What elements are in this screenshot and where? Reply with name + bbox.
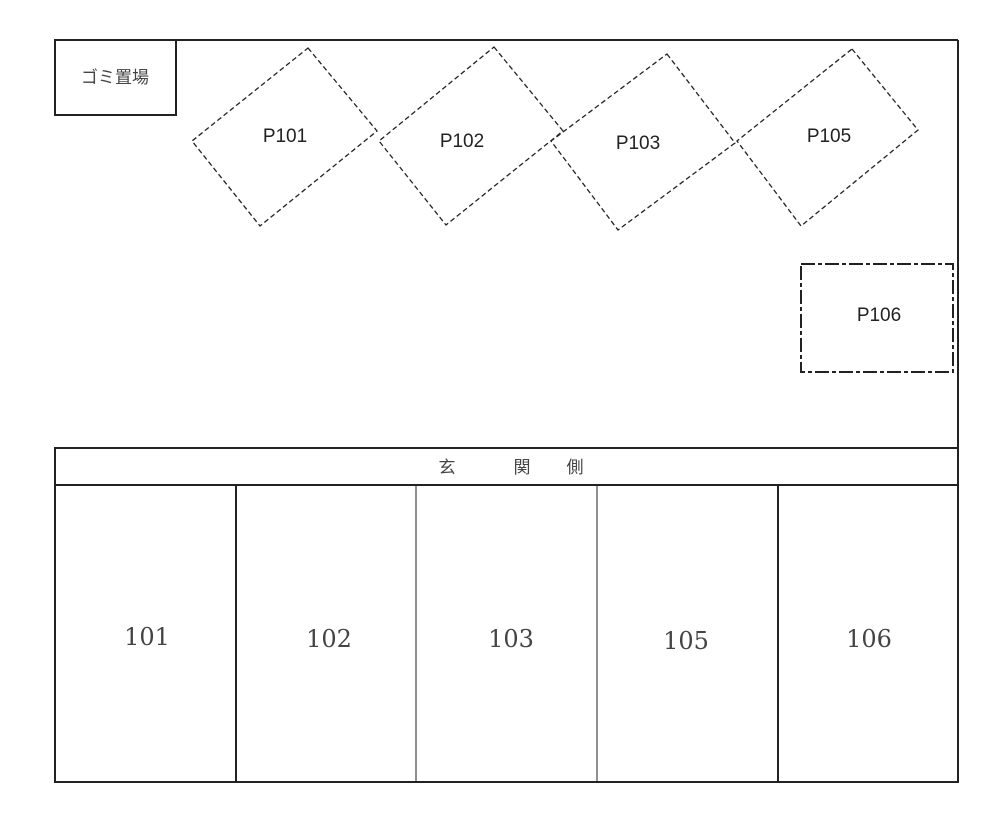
unit-label-102: 102 xyxy=(306,625,352,653)
parking-space-p105 xyxy=(736,48,919,227)
unit-label-101: 101 xyxy=(124,623,170,651)
unit-label-103: 103 xyxy=(488,625,534,653)
parking-space-p102 xyxy=(378,46,564,226)
unit-label-106: 106 xyxy=(846,625,892,653)
parking-label-p106: P106 xyxy=(857,305,901,326)
parking-label-p105: P105 xyxy=(807,126,851,147)
parking-label-p102: P102 xyxy=(440,131,484,152)
unit-label-105: 105 xyxy=(663,627,709,655)
parking-label-p103: P103 xyxy=(616,133,660,154)
garbage-area-label: ゴミ置場 xyxy=(81,67,149,88)
entrance-side-label: 玄 xyxy=(439,458,456,478)
garbage-area-box xyxy=(54,39,177,116)
entrance-side-label: 関 xyxy=(514,458,531,478)
building-outline xyxy=(54,447,959,783)
parking-space-p101 xyxy=(191,47,378,227)
parking-space-p103 xyxy=(550,53,736,231)
parking-space-p106 xyxy=(800,263,954,373)
entrance-side-label: 側 xyxy=(567,458,584,478)
parking-label-p101: P101 xyxy=(263,126,307,147)
